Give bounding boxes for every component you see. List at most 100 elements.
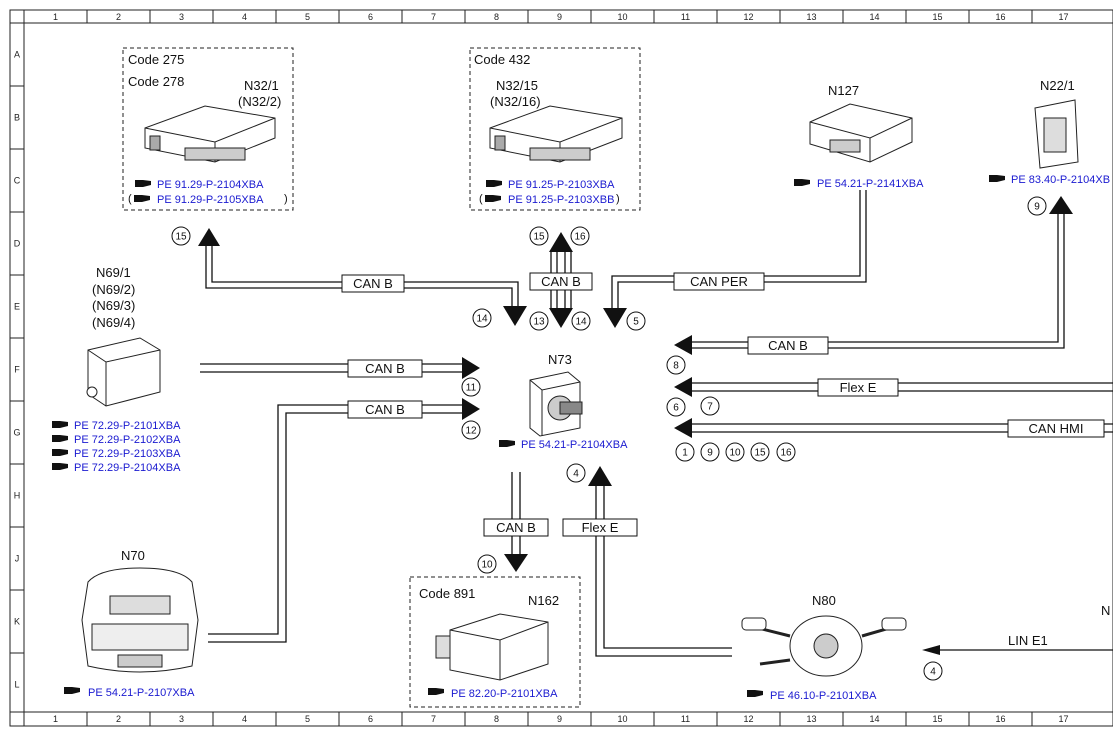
marker-number: 15 [533,232,545,243]
component-name: N127 [828,83,859,98]
column-label: 5 [305,714,310,724]
component-name: N70 [121,548,145,563]
reference-link[interactable]: PE 54.21-P-2107XBA [88,687,195,699]
row-label: K [14,617,20,627]
component-n162: Code 891 N162 PE 82.20-P-2101XBA [409,576,581,708]
bus-label-flex-e: Flex E [840,380,877,395]
component-n22-1: N22/1 PE 83.40-P-2104XB [989,78,1110,186]
marker-number: 13 [533,317,545,328]
bus-label-can-b: CAN B [768,338,808,353]
marker-circle [626,311,646,331]
bus-label-lin-e1: LIN E1 [1008,633,1048,648]
column-label: 12 [743,12,753,22]
bus-label-can-b: CAN B [353,276,393,291]
bus-label-can-b: CAN B [365,361,405,376]
row-label: B [14,113,20,123]
column-label: 15 [932,714,942,724]
bus-label-box [529,272,593,291]
reference-link[interactable]: PE 54.21-P-2141XBA [817,178,924,190]
marker-number: 10 [481,560,493,571]
marker-number: 9 [707,448,713,459]
control-unit-icon [489,105,623,163]
column-label: 14 [869,714,879,724]
code-label: Code 891 [419,586,475,601]
overhead-control-panel-icon [81,567,199,673]
control-unit-icon [1034,99,1079,169]
code-label: Code 432 [474,52,530,67]
reference-link[interactable]: PE 91.25-P-2103XBA [508,179,615,191]
control-unit-icon [809,103,913,163]
reference-icon [747,690,763,697]
column-label: 10 [617,714,627,724]
row-label: L [14,680,19,690]
column-label: 9 [557,714,562,724]
reference-link[interactable]: PE 83.40-P-2104XB [1011,174,1110,186]
reference-icon [794,179,810,186]
reference-link[interactable]: PE 82.20-P-2101XBA [451,688,558,700]
arrow-up-icon [588,466,612,486]
arrow-down-icon [504,554,528,572]
reference-link[interactable]: PE 72.29-P-2104XBA [74,462,181,474]
reference-icon [428,688,444,695]
marker-number: 5 [633,317,639,328]
marker-number: 14 [575,317,587,328]
paren-open: ( [128,193,132,205]
marker-number: 15 [754,448,766,459]
reference-icon [52,421,68,428]
row-label: H [14,491,21,501]
reference-link[interactable]: PE 72.29-P-2101XBA [74,420,181,432]
bus-label-can-b: CAN B [496,520,536,535]
arrow-right-icon [462,357,480,379]
bus-line-flex-e-n80 [603,486,732,649]
column-label: 7 [431,714,436,724]
component-alt-name: (N69/3) [92,298,135,313]
marker-circle [529,311,549,331]
row-label: A [14,50,20,60]
row-label: C [14,176,21,186]
column-label: 1 [53,12,58,22]
reference-link[interactable]: PE 72.29-P-2102XBA [74,434,181,446]
row-label: G [13,428,20,438]
control-unit-icon [86,337,161,407]
arrow-left-icon [674,418,692,438]
component-n80: N80 PE 46.10-P-2101XBA N [741,593,1110,702]
component-alt-name: (N69/2) [92,282,135,297]
marker-number: 9 [1034,202,1040,213]
bus-line-flex-e-n80 [595,486,732,657]
arrow-down-icon [503,306,527,326]
column-label: 4 [242,714,247,724]
component-alt-name: (N32/2) [238,94,281,109]
column-label: 8 [494,12,499,22]
component-n32-1: Code 275 Code 278 N32/1 (N32/2) PE 91.29… [122,47,294,211]
component-name: N32/15 [496,78,538,93]
reference-link[interactable]: PE 54.21-P-2104XBA [521,439,628,451]
column-label: 1 [53,714,58,724]
component-n32-15: Code 432 N32/15 (N32/16) PE 91.25-P-2103… [469,47,641,211]
reference-icon [52,463,68,470]
bus-label-can-b: CAN B [365,402,405,417]
marker-circle [571,311,591,331]
column-label: 13 [806,12,816,22]
code-box-n32-15 [469,47,641,211]
reference-link[interactable]: PE 72.29-P-2103XBA [74,448,181,460]
code-box-n32-1 [122,47,294,211]
component-name: N69/1 [96,265,131,280]
arrow-down-icon [549,308,573,328]
bus-label-flex-e: Flex E [582,520,619,535]
bus-label-can-hmi: CAN HMI [1029,421,1084,436]
bus-label-box [747,336,829,355]
bus-line-can-b-n70 [208,412,462,643]
marker-circle [700,396,720,416]
reference-link[interactable]: PE 91.25-P-2103XBB [508,194,614,206]
arrow-left-icon [674,335,692,355]
reference-link[interactable]: PE 91.29-P-2104XBA [157,179,264,191]
marker-number: 4 [930,667,936,678]
column-label: 13 [806,714,816,724]
reference-link[interactable]: PE 91.29-P-2105XBA [157,194,264,206]
marker-circle [725,442,745,462]
component-alt-name: (N32/16) [490,94,541,109]
reference-icon [52,449,68,456]
reference-link[interactable]: PE 46.10-P-2101XBA [770,690,877,702]
component-n73: N73 PE 54.21-P-2104XBA [499,352,628,451]
